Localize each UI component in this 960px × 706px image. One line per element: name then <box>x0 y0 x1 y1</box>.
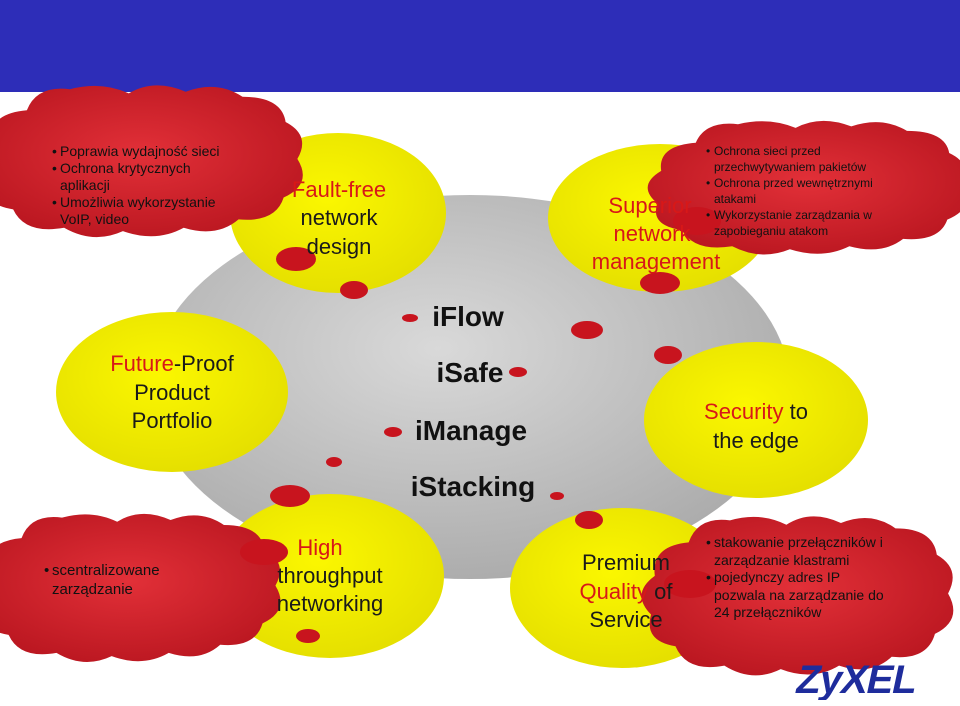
connector-blob <box>654 346 682 364</box>
connector-blob <box>550 492 564 500</box>
header-banner <box>0 0 960 92</box>
premium-line2: Quality of <box>546 578 706 606</box>
superior-line2: network <box>613 221 691 246</box>
connector-blob <box>326 457 342 467</box>
cloud-bottom-left-list: scentralizowane zarządzanie <box>44 561 194 599</box>
logo-text: ZyXEL <box>792 656 921 700</box>
core-ellipse <box>150 195 790 579</box>
connector-blob <box>509 367 527 377</box>
connector-blob <box>402 314 418 322</box>
cloud-top-right-list: Ochrona sieci przed przechwytywaniem pak… <box>706 143 896 239</box>
central-item-istacking: iStacking <box>410 471 536 502</box>
fault-free-line3: design <box>306 234 372 259</box>
security-part1: Security <box>704 399 784 424</box>
fault-free-line2: network <box>300 205 378 230</box>
superior-line3: management <box>591 249 721 274</box>
connector-blob <box>640 272 680 294</box>
central-item-iflow: iFlow <box>432 301 504 332</box>
fault-free-line1: Fault-free <box>291 177 387 202</box>
connector-blob <box>240 539 288 565</box>
list-item: Ochrona krytycznych aplikacji <box>52 160 242 194</box>
oval-high-throughput <box>216 494 444 658</box>
central-item-imanage: iManage <box>414 415 528 446</box>
list-item: Ochrona przed wewnętrznymi atakami <box>706 175 896 207</box>
list-item: scentralizowane zarządzanie <box>44 561 194 599</box>
zyxel-logo: ZyXEL <box>792 656 921 700</box>
list-item: Poprawia wydajność sieci <box>52 143 242 160</box>
oval-future-proof <box>56 312 288 472</box>
premium-line3: Service <box>589 607 663 632</box>
security-line2: the edge <box>713 428 799 453</box>
superior-line1: Superior <box>608 193 692 218</box>
high-throughput-line2: throughput <box>277 563 383 588</box>
cloud-bottom-right-list: stakowanie przełączników i zarządzanie k… <box>706 534 886 622</box>
premium-quality: Quality <box>579 579 648 604</box>
list-item: Wykorzystanie zarządzania w zapobieganiu… <box>706 207 896 239</box>
connector-blob <box>384 427 402 437</box>
future-proof-line1: Future-Proof <box>82 350 262 378</box>
premium-line1: Premium <box>581 550 670 575</box>
high-throughput-line3: networking <box>276 591 384 616</box>
list-item: Umożliwia wykorzystanie VoIP, video <box>52 194 242 228</box>
connector-blob <box>575 511 603 529</box>
central-item-isafe: iSafe <box>436 357 504 388</box>
list-item: Ochrona sieci przed przechwytywaniem pak… <box>706 143 896 175</box>
connector-blob <box>296 629 320 643</box>
oval-security <box>644 342 868 498</box>
cloud-top-left-list: Poprawia wydajność sieci Ochrona krytycz… <box>52 143 242 228</box>
high-throughput-line1: High <box>297 535 343 560</box>
security-part2: to <box>783 399 808 424</box>
connector-blob <box>664 570 716 598</box>
list-item: pojedynczy adres IP pozwala na zarządzan… <box>706 569 886 622</box>
connector-blob <box>340 281 368 299</box>
future-proof-part2: -Proof <box>173 351 234 376</box>
future-proof-part1: Future <box>110 351 174 376</box>
security-line1: Security to <box>676 398 836 426</box>
premium-of: of <box>648 579 673 604</box>
list-item: stakowanie przełączników i zarządzanie k… <box>706 534 886 569</box>
future-proof-line2: Product <box>134 380 210 405</box>
connector-blob <box>276 247 316 271</box>
future-proof-line3: Portfolio <box>131 408 213 433</box>
connector-blob <box>571 321 603 339</box>
connector-blob <box>270 485 310 507</box>
